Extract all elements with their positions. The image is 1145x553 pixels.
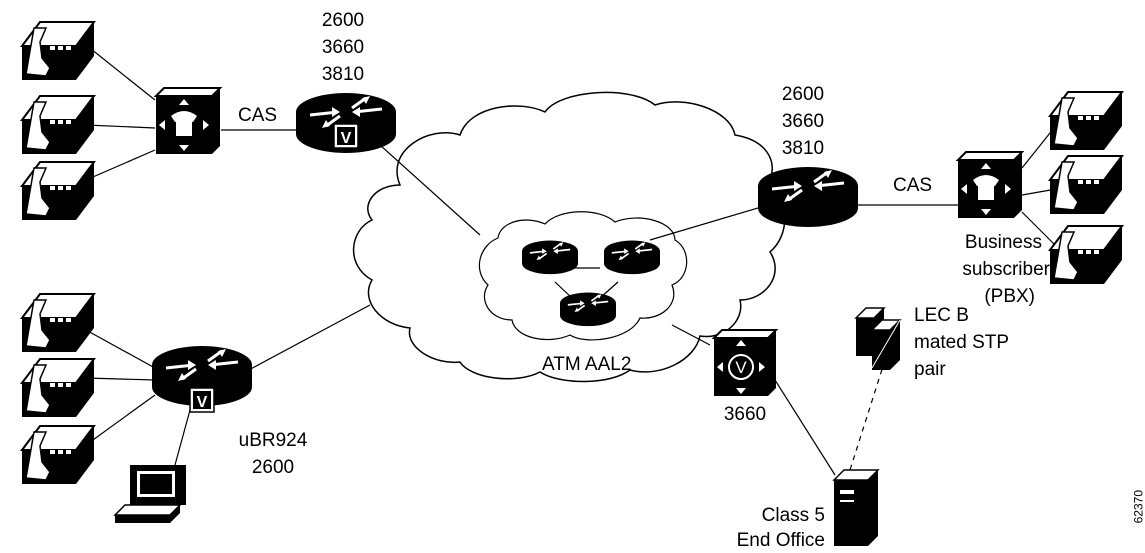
lec-label-1: LEC B: [914, 305, 969, 326]
router-top-model-3: 3810: [321, 64, 365, 85]
pbx-icon: [957, 151, 1023, 219]
class5-label-1: Class 5: [761, 505, 825, 526]
voice-router-icon: V: [150, 344, 254, 413]
computer-icon: [113, 465, 186, 523]
router-icon: [559, 291, 617, 328]
router-right-model-2: 3660: [781, 111, 825, 132]
router-top-model-2: 3660: [321, 37, 365, 58]
ubr-label-1: uBR924: [238, 430, 308, 451]
router-right-model-3: 3810: [781, 138, 825, 159]
telephone-icon: [21, 161, 95, 221]
telephone-icon: [1049, 155, 1123, 215]
cas-label-right: CAS: [893, 175, 933, 196]
pbx-icon: [155, 87, 221, 155]
atm-aal2-label: ATM AAL2: [542, 354, 632, 375]
telephone-icon: [21, 358, 95, 418]
telephone-icon: [1049, 225, 1123, 285]
telephone-icon: [1049, 91, 1123, 151]
lec-label-2: mated STP: [914, 332, 1010, 353]
telephone-icon: [21, 95, 95, 155]
svg-text:V: V: [341, 130, 352, 147]
cas-label-left: CAS: [238, 105, 278, 126]
telephone-icon: [21, 293, 95, 353]
stp-icon: [854, 307, 902, 370]
telephone-icon: [21, 21, 95, 81]
lec-label-3: pair: [914, 359, 946, 380]
router-right-model-1: 2600: [781, 84, 825, 105]
business-label-2: subscriber: [962, 259, 1050, 280]
router-icon: [603, 239, 661, 276]
business-label-1: Business: [964, 232, 1042, 253]
business-label-3: (PBX): [984, 286, 1035, 307]
telephone-icon: [21, 425, 95, 485]
router-icon: [756, 165, 860, 229]
atm-voice-switch-icon: [713, 329, 777, 397]
voice-router-icon: V: [294, 91, 398, 155]
router-icon: [521, 239, 579, 276]
class5-label-2: End Office: [736, 530, 825, 551]
ubr-label-2: 2600: [251, 457, 295, 478]
svg-text:V: V: [197, 394, 208, 411]
switch-3660-label: 3660: [723, 404, 767, 425]
router-top-model-1: 2600: [321, 10, 365, 31]
server-icon: [832, 469, 880, 546]
figure-id-label: 62370: [1131, 490, 1145, 524]
